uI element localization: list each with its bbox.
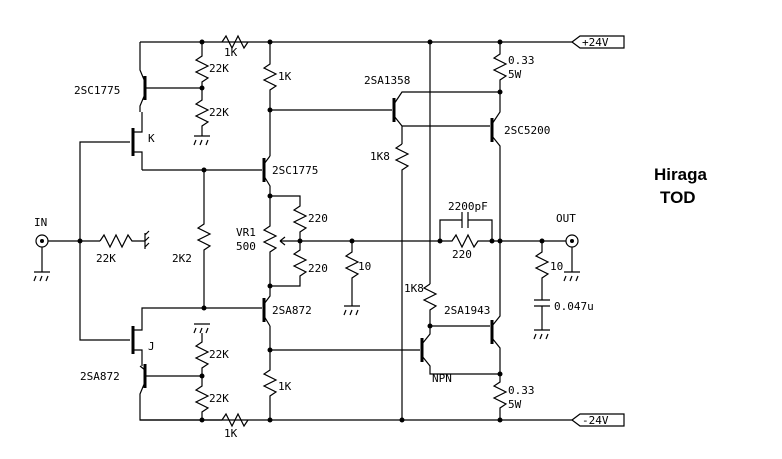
gate-wire-top [79, 141, 130, 241]
resistor-1k-top-series [221, 34, 249, 50]
transistor-2sc5200-label: 2SC5200 [504, 124, 550, 137]
output-label: OUT [556, 212, 576, 225]
resistor-033-bottom-watt: 5W [508, 398, 522, 411]
transistor-2sa1358 [392, 91, 500, 144]
transistor-2sc1775-left-label: 2SC1775 [74, 84, 120, 97]
transistor-npn-driver [420, 326, 500, 375]
junction-node [199, 39, 205, 45]
resistor-220-feedback-label: 220 [452, 248, 472, 261]
trimmer-wiper [279, 236, 300, 246]
ground-symbol [343, 305, 360, 316]
resistor-22k-top-b-label: 22K [209, 106, 229, 119]
negative-rail-label: -24V [582, 414, 609, 427]
resistor-10-zobel-label: 10 [550, 260, 563, 273]
diagram-title-line1: Hiraga [654, 165, 707, 184]
diagram-title-line2: TOD [660, 188, 696, 207]
resistor-220-bias-top-label: 220 [308, 212, 328, 225]
transistor-2sa872-left-label: 2SA872 [80, 370, 120, 383]
resistor-22k-bottom-b [194, 376, 210, 420]
trimmer-vr1 [262, 196, 278, 286]
capacitor-2200pf [439, 212, 493, 241]
trimmer-vr1-value: 500 [236, 240, 256, 253]
input-ground-symbol [144, 230, 150, 249]
gate-wire-bottom [79, 241, 130, 341]
resistor-22k-bottom-a [194, 333, 210, 376]
ground-symbol [193, 135, 210, 146]
output-terminal [563, 234, 580, 282]
input-terminal [33, 234, 50, 282]
capacitor-047u-label: 0.047u [554, 300, 594, 313]
capacitor-2200pf-label: 2200pF [448, 200, 488, 213]
transistor-2sa1943 [490, 241, 501, 374]
resistor-1k-collector-bottom [262, 326, 278, 420]
resistor-22k-bottom-a-label: 22K [209, 348, 229, 361]
ground-symbol [193, 323, 210, 334]
resistor-1k-collector-top-label: 1K [278, 70, 292, 83]
junction-node [497, 417, 503, 423]
resistor-22k-top-a-label: 22K [209, 62, 229, 75]
transistor-2sa872-mid-label: 2SA872 [272, 304, 312, 317]
input-resistor-22k [99, 233, 145, 249]
junction-node [199, 373, 205, 379]
transistor-2sa872-left [139, 364, 222, 421]
resistor-22k-top-a [194, 42, 210, 88]
resistor-220-bias-top [270, 195, 308, 241]
jfet-k [131, 112, 143, 170]
resistor-1k-bottom-series [221, 412, 249, 428]
resistor-22k-bottom-b-label: 22K [209, 392, 229, 405]
transistor-2sc1775-mid [262, 155, 271, 196]
negative-rail-tag: -24V [571, 413, 625, 427]
resistor-2k2-label: 2K2 [172, 252, 192, 265]
input-label: IN [34, 216, 47, 229]
positive-rail-tag: +24V [571, 35, 625, 49]
resistor-1k-bottom-series-label: 1K [224, 427, 238, 440]
resistor-033-bottom [492, 374, 508, 420]
jfet-k-label: K [148, 132, 155, 145]
resistor-2k2 [196, 170, 212, 308]
input-resistor-label: 22K [96, 252, 116, 265]
resistor-033-top-watt: 5W [508, 68, 522, 81]
transistor-2sa1943-label: 2SA1943 [444, 304, 490, 317]
resistor-1k8-lower-label: 1K8 [404, 282, 424, 295]
resistor-1k-collector-bottom-label: 1K [278, 380, 292, 393]
resistor-033-bottom-label: 0.33 [508, 384, 535, 397]
junction-node [497, 39, 503, 45]
jfet-j-label: J [148, 340, 155, 353]
resistor-1k-collector-top [262, 42, 278, 110]
resistor-220-bias-bottom-label: 220 [308, 262, 328, 275]
positive-rail-label: +24V [582, 36, 609, 49]
junction-node [399, 417, 405, 423]
resistor-22k-top-b [194, 88, 210, 136]
trimmer-vr1-label: VR1 [236, 226, 256, 239]
resistor-1k8-upper [394, 143, 410, 420]
transistor-2sa872-mid [204, 286, 271, 327]
resistor-10-mid-label: 10 [358, 260, 371, 273]
resistor-033-top [492, 42, 508, 92]
transistor-2sc1775-mid-label: 2SC1775 [272, 164, 318, 177]
junction-node [267, 417, 273, 423]
transistor-2sa1358-label: 2SA1358 [364, 74, 410, 87]
junction-node [199, 417, 205, 423]
resistor-1k8-upper-label: 1K8 [370, 150, 390, 163]
resistor-1k-top-series-label: 1K [224, 46, 238, 59]
transistor-npn-label: NPN [432, 372, 452, 385]
resistor-10-mid [344, 241, 360, 306]
ground-symbol [533, 329, 550, 340]
resistor-220-bias-bottom [270, 241, 308, 287]
transistor-2sc5200 [490, 92, 501, 241]
resistor-220-feedback [440, 233, 492, 249]
resistor-10-zobel [534, 241, 550, 300]
resistor-033-top-label: 0.33 [508, 54, 535, 67]
transistor-2sc1775-left [139, 42, 202, 112]
resistor-1k8-lower [422, 283, 490, 327]
junction-node [199, 85, 205, 91]
capacitor-047u [534, 299, 550, 330]
jfet-j [131, 307, 204, 366]
